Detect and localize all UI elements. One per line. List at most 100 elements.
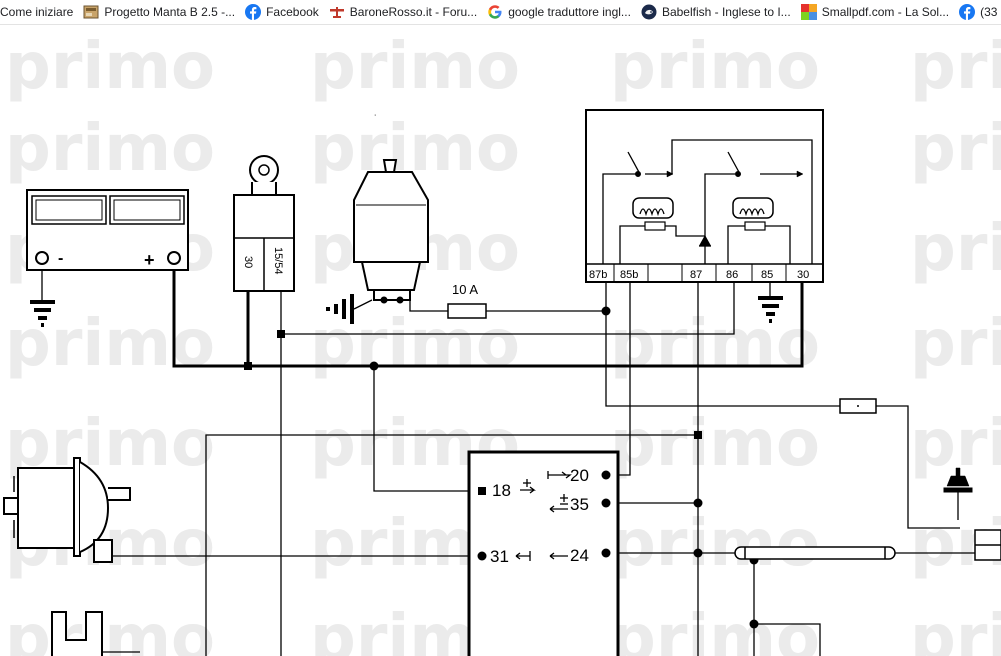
relay-coil-2	[732, 197, 774, 219]
module-pin-18: 18	[492, 481, 511, 500]
battery-terminal-minus	[35, 251, 49, 265]
battery-cell-inner	[35, 199, 103, 221]
vacuum-actuator	[3, 457, 131, 563]
bookmark-label: Smallpdf.com - La Sol...	[821, 5, 950, 19]
relay-terminal-30: 30	[797, 269, 809, 281]
ground-symbol	[758, 296, 783, 323]
wiring-diagram-image: primo primo primo primo primo primo prim…	[0, 25, 1001, 656]
battery-plus-label: +	[144, 250, 155, 270]
relay-87b-wire	[605, 282, 840, 407]
relay-box	[585, 109, 824, 283]
ignition-switch	[233, 155, 295, 292]
pin-35-dot	[601, 498, 611, 508]
junction-dot	[369, 361, 379, 371]
bookmark-label: Facebook	[266, 5, 319, 19]
junction-dot	[693, 548, 703, 558]
bookmark-come-iniziare[interactable]: Come iniziare	[0, 0, 79, 24]
actuator-body	[17, 467, 75, 549]
arrow-left-icon	[515, 551, 531, 561]
motor-body	[353, 171, 429, 263]
arrow-left-icon	[549, 505, 568, 513]
battery	[26, 189, 189, 271]
module-pin-20: 20	[570, 466, 589, 485]
relay-terminal-87: 87	[690, 269, 702, 281]
junction-dot	[693, 498, 703, 508]
motor-mark: ˙	[374, 114, 377, 125]
shielded-cable	[734, 546, 896, 560]
bookmark-progetto-manta[interactable]: Progetto Manta B 2.5 -...	[79, 0, 241, 24]
control-module	[467, 450, 620, 656]
smallpdf-icon	[800, 4, 817, 20]
watermark-text: primo	[610, 407, 820, 481]
sensor-connector	[974, 529, 1001, 561]
pin-20-dot	[601, 470, 611, 480]
bookmark-label: BaroneRosso.it - Foru...	[349, 5, 478, 19]
battery-minus-label: -	[58, 250, 63, 267]
bookmark-baronerosso[interactable]: BaroneRosso.it - Foru...	[325, 0, 483, 24]
watermark-text: primo	[310, 112, 520, 186]
bookmark-label: Come iniziare	[0, 5, 74, 19]
motor-base	[360, 261, 422, 291]
arrow-left-icon	[549, 552, 568, 560]
relay-terminal-87b: 87b	[589, 269, 607, 281]
module-18-wire	[373, 366, 482, 492]
watermark-text: primo	[910, 30, 1001, 104]
bookmark-label: (33	[980, 5, 998, 19]
junctions	[244, 306, 759, 629]
module-pin-35: 35	[570, 495, 589, 514]
module-pin-24: 24	[570, 546, 589, 565]
watermark-text: primo	[310, 307, 520, 381]
motor-feed-wire	[205, 434, 698, 656]
watermark-text: primo	[610, 307, 820, 381]
bookmark-facebook[interactable]: Facebook	[241, 0, 325, 24]
wires	[41, 258, 975, 656]
control-module-outline	[467, 450, 620, 656]
fuse-10a	[447, 303, 487, 319]
watermark-text: primo	[310, 30, 520, 104]
pump-motor	[353, 159, 429, 304]
relay-coil-1	[632, 197, 674, 219]
motor-cap	[382, 159, 398, 173]
bookmark-label: google traduttore ingl...	[508, 5, 631, 19]
watermark-text: primo	[910, 112, 1001, 186]
watermark-text: primo	[910, 407, 1001, 481]
ignition-terminal-30: 30	[242, 256, 254, 268]
watermark-text: primo	[910, 307, 1001, 381]
watermark-text: primo	[5, 602, 215, 656]
watermark-text: primo	[610, 602, 820, 656]
bookmarks-bar: Come iniziare Progetto Manta B 2.5 -... …	[0, 0, 1001, 25]
junction-dot	[244, 362, 252, 370]
bottom-connector	[51, 611, 140, 656]
bookmark-label: Progetto Manta B 2.5 -...	[104, 5, 236, 19]
bookmark-google-traduttore[interactable]: google traduttore ingl...	[483, 0, 637, 24]
bookmark-babelfish[interactable]: Babelfish - Inglese to I...	[637, 0, 797, 24]
bookmark-facebook-2[interactable]: (33	[955, 0, 1001, 24]
battery-cell-inner	[113, 199, 181, 221]
main-power-bus	[172, 258, 804, 368]
pin-18-dot	[478, 487, 486, 495]
relay-terminal-85: 85	[761, 269, 773, 281]
junction-dot	[277, 330, 285, 338]
ground-symbol	[30, 300, 55, 327]
lamp-symbol	[943, 467, 973, 520]
baronerosso-icon	[329, 4, 345, 20]
arrow-right-icon	[520, 486, 536, 494]
bookmark-label: Babelfish - Inglese to I...	[661, 5, 791, 19]
relay-terminal-86: 86	[726, 269, 738, 281]
bookmark-smallpdf[interactable]: Smallpdf.com - La Sol...	[797, 0, 955, 24]
watermark-text: primo	[910, 602, 1001, 656]
wiring-diagram: primo primo primo primo primo primo prim…	[3, 30, 1001, 656]
arrow-right-icon	[547, 471, 572, 479]
junction-dot	[694, 431, 702, 439]
fuse-wire	[409, 300, 606, 312]
junction-dot	[601, 306, 611, 316]
relay-terminal-85b: 85b	[620, 269, 638, 281]
lower-wire-2	[754, 623, 821, 656]
motor-ground-symbol	[326, 294, 373, 324]
watermark-text: primo	[610, 30, 820, 104]
watermark-text: primo	[5, 30, 215, 104]
relay-86-wire	[281, 282, 735, 335]
battery-terminal-plus	[167, 251, 181, 265]
junction-dot	[749, 619, 759, 629]
fuse-label: 10 A	[452, 282, 478, 297]
